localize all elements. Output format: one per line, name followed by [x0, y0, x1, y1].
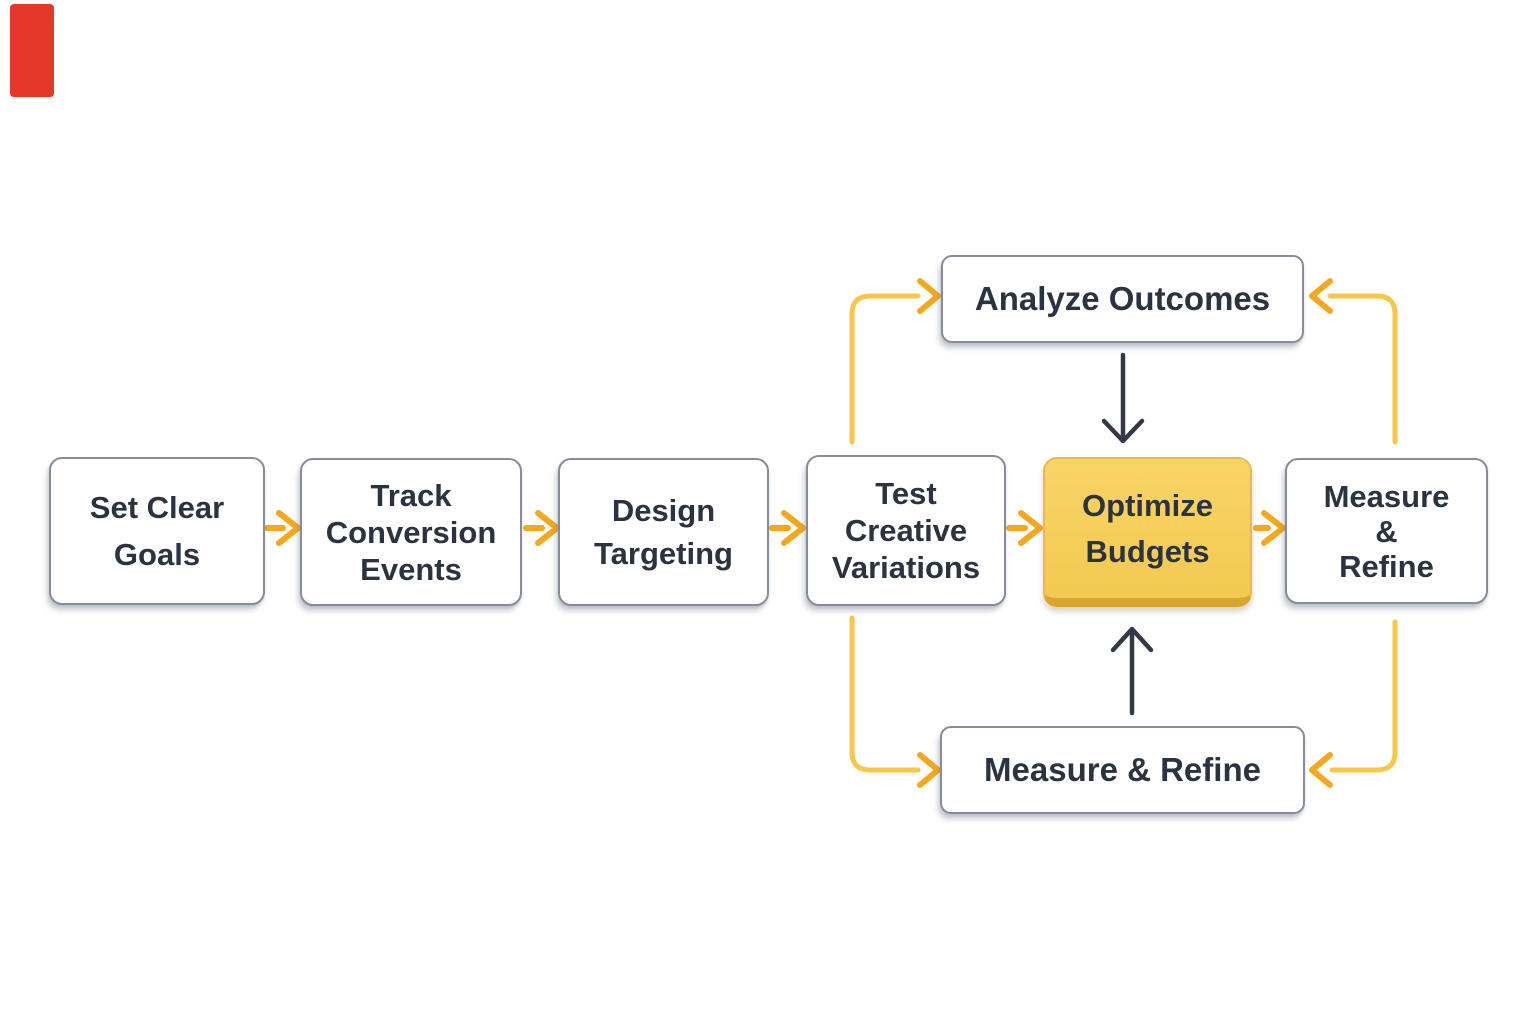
node-test-creative-variations: Test Creative Variations	[806, 455, 1006, 606]
node-optimize-budgets: Optimize Budgets	[1043, 457, 1252, 607]
corner-red-marker	[10, 4, 54, 97]
node-analyze-outcomes: Analyze Outcomes	[941, 255, 1304, 343]
node-set-clear-goals: Set Clear Goals	[49, 457, 265, 605]
feedback-arrow-up	[1110, 626, 1154, 716]
loop-arrow-top-right	[1309, 278, 1398, 445]
loop-arrow-top-left	[849, 278, 941, 445]
feedback-arrow-down	[1101, 352, 1145, 444]
loop-arrow-bottom-right	[1309, 619, 1398, 788]
flow-arrow-3	[769, 510, 806, 546]
flow-arrow-5	[1253, 510, 1286, 546]
node-design-targeting: Design Targeting	[558, 458, 769, 606]
node-measure-refine-bottom: Measure & Refine	[940, 726, 1305, 814]
flow-arrow-4	[1006, 510, 1043, 546]
loop-arrow-bottom-left	[849, 615, 941, 788]
flow-arrow-2	[523, 510, 560, 546]
node-track-conversion-events: Track Conversion Events	[300, 458, 522, 606]
node-measure-refine-right: Measure & Refine	[1285, 458, 1488, 604]
flow-arrow-1	[264, 510, 301, 546]
